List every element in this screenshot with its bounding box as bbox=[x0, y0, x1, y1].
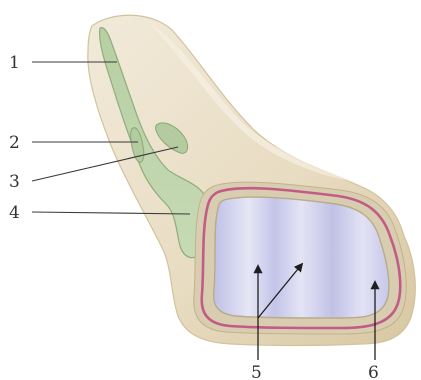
label-3: 3 bbox=[9, 172, 20, 192]
label-5: 5 bbox=[251, 363, 262, 380]
label-4: 4 bbox=[9, 203, 20, 223]
marrow-cavity bbox=[214, 197, 389, 318]
label-6: 6 bbox=[368, 363, 379, 380]
label-2: 2 bbox=[9, 133, 20, 153]
label-1: 1 bbox=[9, 53, 20, 73]
